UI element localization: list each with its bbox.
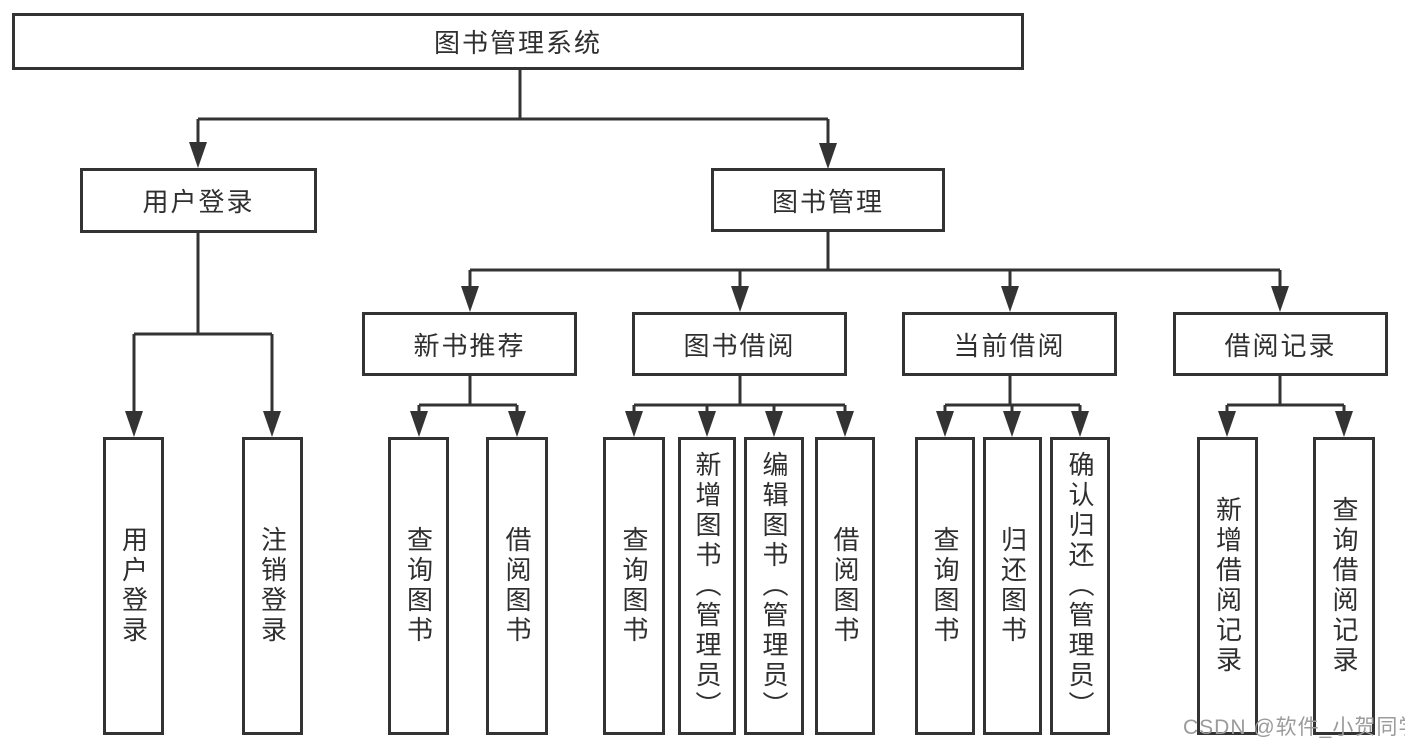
leaf-query-book-3: 查询图书 (915, 437, 975, 735)
leaf-label: 编辑图书（管理员） (759, 451, 789, 721)
leaf-label: 查询图书 (403, 526, 434, 646)
node-book-borrow: 图书借阅 (632, 312, 847, 376)
leaf-label: 查询图书 (930, 526, 960, 646)
leaf-borrow-book-1: 借阅图书 (486, 437, 548, 735)
node-current-borrow: 当前借阅 (902, 312, 1117, 376)
leaf-label: 注销登录 (257, 526, 288, 646)
leaf-query-book-2: 查询图书 (603, 437, 665, 735)
leaf-label: 归还图书 (997, 526, 1028, 646)
leaf-label: 借阅图书 (502, 526, 532, 646)
node-root: 图书管理系统 (12, 13, 1024, 70)
node-book-management: 图书管理 (711, 168, 945, 232)
leaf-user-login: 用户登录 (103, 437, 164, 735)
node-new-book-recommend: 新书推荐 (362, 312, 577, 376)
leaf-query-borrow-record: 查询借阅记录 (1313, 437, 1375, 735)
csdn-watermark: CSDN @软件_小贺同学 (1183, 716, 1405, 739)
leaf-logout: 注销登录 (242, 437, 303, 735)
leaf-label: 借阅图书 (830, 526, 860, 646)
leaf-label: 确认归还（管理员） (1065, 451, 1095, 721)
leaf-add-borrow-record: 新增借阅记录 (1197, 437, 1258, 735)
leaf-query-book-1: 查询图书 (388, 437, 449, 735)
leaf-label: 用户登录 (118, 526, 149, 646)
leaf-return-book: 归还图书 (983, 437, 1042, 735)
node-user-login: 用户登录 (80, 168, 317, 233)
leaf-edit-book-admin: 编辑图书（管理员） (744, 437, 804, 735)
leaf-label: 新增图书（管理员） (692, 451, 722, 721)
leaf-label: 新增借阅记录 (1212, 496, 1243, 676)
leaf-add-book-admin: 新增图书（管理员） (678, 437, 736, 735)
node-borrow-records: 借阅记录 (1173, 312, 1388, 376)
leaf-label: 查询借阅记录 (1329, 496, 1359, 676)
leaf-borrow-book-2: 借阅图书 (815, 437, 875, 735)
leaf-confirm-return-admin: 确认归还（管理员） (1050, 437, 1110, 735)
leaf-label: 查询图书 (619, 526, 649, 646)
